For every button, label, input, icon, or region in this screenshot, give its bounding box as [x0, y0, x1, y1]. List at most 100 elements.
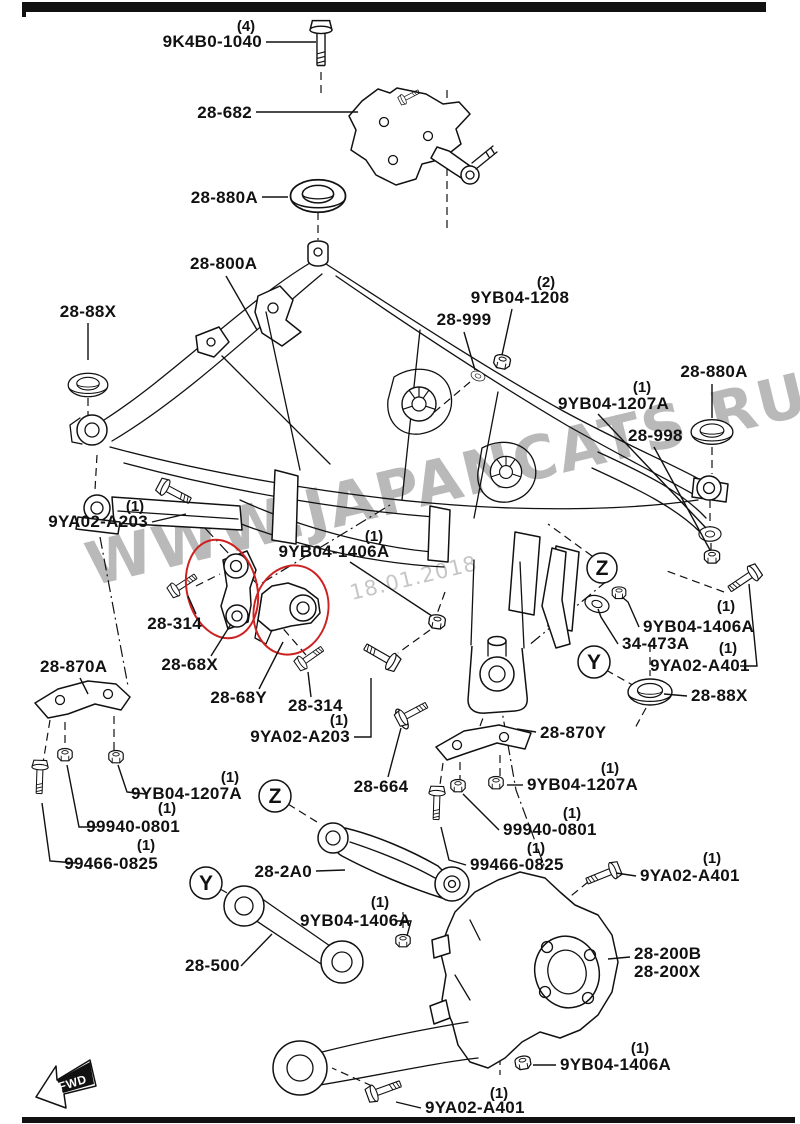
part-label-9K4B0-1040: 9K4B0-1040 — [163, 32, 262, 51]
bottom-border-bar — [22, 1117, 795, 1123]
qty-9YA02-A401-bot: (1) — [490, 1085, 508, 1102]
bushing-28-880A-right-drawing — [690, 418, 734, 446]
part-label-28-200B: 28-200B — [634, 944, 701, 963]
washer-34-473A-drawing — [582, 591, 612, 617]
part-label-28-88X-left: 28-88X — [60, 302, 117, 321]
part-label-28-500: 28-500 — [185, 956, 240, 975]
view-marker-y-right: Y — [587, 651, 601, 674]
bolt-9YA02-A401-bot-drawing — [363, 1075, 404, 1105]
part-label-28-88X-right: 28-88X — [691, 686, 748, 705]
bolt-99466-0825-right-drawing — [427, 785, 446, 821]
bracket-28-870Y-drawing — [435, 724, 532, 761]
part-label-28-664: 28-664 — [354, 777, 409, 796]
knuckle-28-200-drawing — [272, 871, 619, 1096]
fwd-direction-arrow: FWD — [35, 1059, 97, 1109]
nut-9YB04-1406A-mb-drawing — [395, 933, 411, 948]
part-label-9YB04-1406A-mb: 9YB04-1406A — [300, 911, 411, 930]
highlight-ellipse-28-68Y — [252, 564, 330, 656]
part-label-9YB04-1406A-right: 9YB04-1406A — [643, 617, 754, 636]
qty-9YB04-1207A-right: (1) — [601, 760, 619, 777]
bolt-28-664-drawing — [392, 697, 431, 729]
part-label-99466-0825-right: 99466-0825 — [470, 855, 564, 874]
bolt-99466-0825-left-drawing — [30, 759, 49, 795]
part-label-28-880A-right: 28-880A — [680, 362, 747, 381]
part-labels: (4) 9K4B0-1040 28-682 28-880A 28-800A 28… — [40, 18, 754, 1117]
bolt-9YA02-A401-rb-drawing — [583, 859, 624, 890]
bolt-9YA02-A401-rm-drawing — [724, 561, 765, 597]
top-border-notch — [22, 2, 26, 17]
qty-9YA02-A203-mid: (1) — [330, 712, 348, 729]
nut-9YB04-1406A-bot-drawing — [513, 1054, 533, 1072]
bracket-28-682-drawing — [348, 86, 498, 186]
part-label-99940-0801-right: 99940-0801 — [503, 820, 597, 839]
washer-9YB04-1207A-drawing — [698, 526, 722, 542]
part-label-28-2A0: 28-2A0 — [254, 862, 312, 881]
part-label-28-800A: 28-800A — [190, 254, 257, 273]
nut-99940-0801-left-drawing — [57, 747, 73, 762]
qty-99466-0825-left: (1) — [137, 837, 155, 854]
qty-9YA02-A203-top: (1) — [126, 498, 144, 515]
qty-9YB04-1406A-right: (1) — [717, 598, 735, 615]
part-label-34-473A: 34-473A — [622, 634, 689, 653]
qty-99940-0801-left: (1) — [158, 800, 176, 817]
qty-9YB04-1207A-lb: (1) — [221, 769, 239, 786]
part-label-28-870Y: 28-870Y — [540, 723, 607, 742]
bushing-28-880A-top-drawing — [289, 178, 347, 214]
part-label-28-682: 28-682 — [197, 103, 252, 122]
part-label-9YB04-1208: 9YB04-1208 — [471, 288, 569, 307]
part-label-28-68X: 28-68X — [161, 655, 218, 674]
lateral-link-28-500-drawing — [223, 885, 364, 984]
bolt-9YA02-A203-mid-drawing — [360, 638, 403, 674]
part-label-28-314-b: 28-314 — [288, 696, 343, 715]
nut-9YB04-1406A-right-drawing — [611, 586, 627, 600]
bracket-28-870A-drawing — [34, 680, 131, 719]
qty-9YB04-1406A-mb: (1) — [371, 894, 389, 911]
view-markers: Z Y Z Y — [189, 552, 618, 900]
leader-lines — [41, 41, 758, 1109]
qty-99466-0825-right: (1) — [527, 840, 545, 857]
view-marker-z-left: Z — [269, 785, 282, 808]
part-label-99466-0825-left: 99466-0825 — [64, 854, 158, 873]
qty-9YA02-A401-rb: (1) — [703, 850, 721, 867]
part-label-9YB04-1406A-bot: 9YB04-1406A — [560, 1055, 671, 1074]
mount-bolt-9K4B0-1040-drawing — [309, 19, 333, 67]
top-border-bar — [22, 2, 766, 12]
part-label-9YB04-1406A-mid: 9YB04-1406A — [278, 542, 389, 561]
part-label-9YB04-1207A-top: 9YB04-1207A — [558, 394, 669, 413]
nut-9YB04-1207A-left-drawing — [108, 749, 124, 764]
part-label-28-870A: 28-870A — [40, 657, 107, 676]
subframe-28-800A-drawing — [69, 240, 729, 714]
qty-9YB04-1406A-mid: (1) — [365, 528, 383, 545]
part-label-28-999: 28-999 — [437, 310, 492, 329]
qty-9YA02-A401-rm: (1) — [719, 640, 737, 657]
part-label-9YB04-1207A-lb: 9YB04-1207A — [131, 784, 242, 803]
nut-9YB04-1208-drawing — [492, 352, 512, 371]
part-label-28-314-a: 28-314 — [147, 614, 202, 633]
part-label-28-68Y: 28-68Y — [210, 688, 267, 707]
link-28-68X-drawing — [220, 550, 257, 630]
part-label-28-880A-top: 28-880A — [191, 188, 258, 207]
part-label-9YA02-A401-rb: 9YA02-A401 — [640, 866, 740, 885]
qty-9YB04-1207A-top: (1) — [633, 379, 651, 396]
bushing-28-88X-right-drawing — [627, 678, 673, 706]
nut-9YB04-1207A-right-drawing — [488, 775, 504, 790]
view-marker-y-left: Y — [199, 872, 213, 895]
part-label-28-200X: 28-200X — [634, 962, 701, 981]
hardware-drawings — [30, 352, 765, 1105]
nut-28-998-drawing — [703, 549, 721, 564]
view-marker-z-right: Z — [596, 557, 609, 580]
bracket-28-68Y-drawing — [254, 582, 321, 645]
part-label-9YA02-A401-rm: 9YA02-A401 — [650, 656, 750, 675]
qty-9YB04-1208: (2) — [537, 274, 555, 291]
nut-9YB04-1406A-mid-drawing — [427, 613, 447, 631]
upper-arm-28-2A0-drawing — [317, 822, 470, 902]
nut-99940-0801-right-drawing — [450, 778, 466, 793]
washer-28-999-drawing — [469, 368, 487, 384]
part-label-28-998: 28-998 — [628, 426, 683, 445]
qty-99940-0801-right: (1) — [563, 805, 581, 822]
bushing-28-88X-left-drawing — [67, 372, 109, 398]
qty-9YB04-1406A-bot: (1) — [631, 1040, 649, 1057]
qty-9K4B0-1040: (4) — [237, 18, 255, 35]
